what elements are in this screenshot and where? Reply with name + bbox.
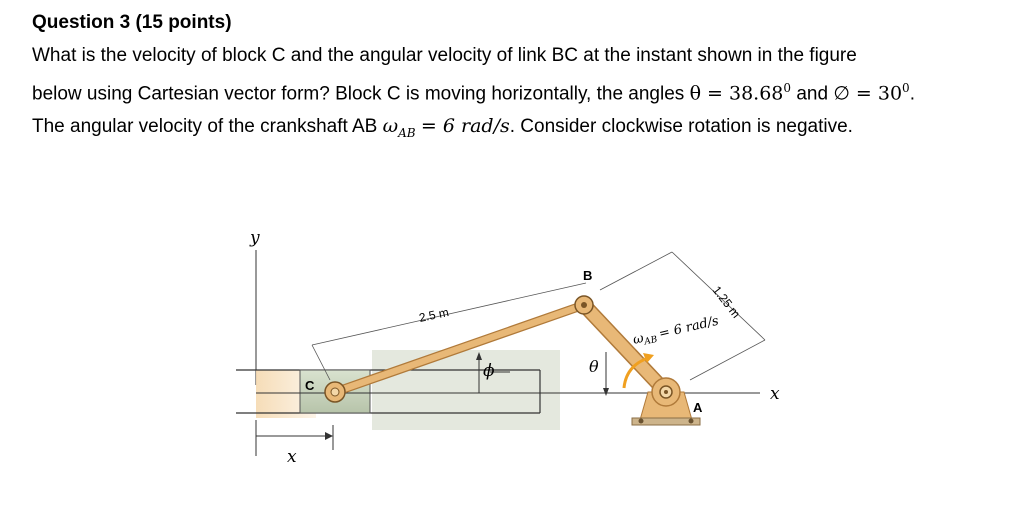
- omega-label: ωAB= 6 rad/s: [632, 314, 721, 350]
- omega-label-symbol: ω: [632, 331, 646, 348]
- phi-degree: 0: [902, 81, 910, 95]
- question-title: Question 3 (15 points): [32, 12, 232, 33]
- bc-length-label: 2.5 m: [418, 305, 450, 325]
- theta-value: θ = 38.68: [689, 82, 784, 105]
- theta-degree: 0: [783, 81, 792, 95]
- question-line-3-text: The angular velocity of the crankshaft A…: [32, 116, 378, 138]
- point-a-label: A: [693, 400, 703, 415]
- question-line-3-end: . Consider clockwise rotation is negativ…: [509, 116, 853, 138]
- block-c-label: C: [305, 378, 315, 393]
- question-body: What is the velocity of block C and the …: [32, 40, 1007, 149]
- question-line-2: below using Cartesian vector form? Block…: [32, 72, 1007, 110]
- support-bolt-right: [688, 418, 694, 424]
- dim-x-label: x: [287, 447, 297, 467]
- omega-value: = 6 rad/s: [420, 115, 510, 138]
- link-bc: [331, 301, 588, 396]
- phi-value: ∅ = 30: [833, 82, 903, 105]
- omega-label-sub: AB: [642, 335, 658, 348]
- omega-label-value: = 6 rad/s: [658, 314, 721, 342]
- theta-arrow-down: [603, 388, 609, 396]
- question-line-3: The angular velocity of the crankshaft A…: [32, 110, 1007, 149]
- crank-ab: [578, 299, 672, 398]
- omega-arrowhead: [643, 353, 654, 363]
- support-base: [631, 417, 701, 426]
- and-word: and: [796, 83, 829, 105]
- x-axis-label: x: [770, 384, 780, 404]
- support-bolt-left: [638, 418, 644, 424]
- bc-dim-line: [311, 282, 587, 346]
- omega-symbol: ω: [382, 115, 399, 138]
- phi-arrow-up: [476, 352, 482, 360]
- ab-dim-ext: [689, 339, 766, 381]
- slot-shadow: [372, 350, 560, 430]
- question-line-2-text: below using Cartesian vector form? Block…: [32, 83, 685, 105]
- omega-arc-arrow: [622, 356, 649, 389]
- point-b-label: B: [583, 268, 592, 283]
- phi-label: ϕ: [483, 361, 495, 381]
- ab-dim-line: [599, 251, 673, 291]
- block-c: [299, 369, 371, 414]
- question-line-1: What is the velocity of block C and the …: [32, 45, 857, 66]
- pin-a-center: [664, 390, 668, 394]
- dim-x-arrowhead: [325, 432, 333, 440]
- line-2-period: .: [909, 83, 915, 105]
- pin-c-center: [330, 387, 340, 397]
- bc-dim-ext: [311, 344, 331, 381]
- ab-dim-line-2: [671, 251, 766, 341]
- omega-subscript: AB: [398, 126, 416, 141]
- theta-label: θ: [589, 357, 599, 376]
- y-axis-label: y: [249, 228, 260, 248]
- pin-b-center: [581, 302, 587, 308]
